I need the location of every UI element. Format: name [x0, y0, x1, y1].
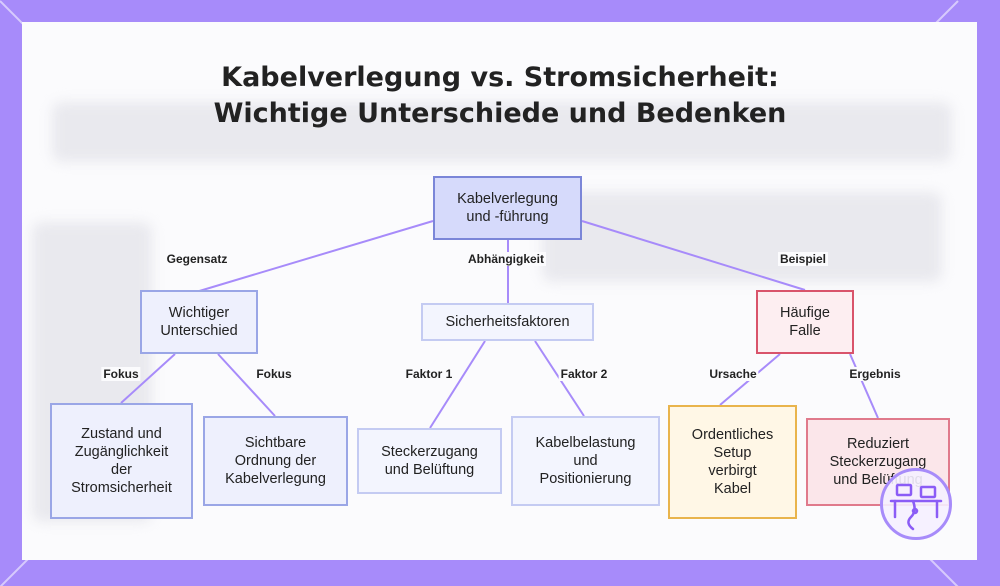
link-haeufige-reduziert	[850, 354, 878, 418]
logo-graphic	[883, 471, 949, 537]
node-zustand: Zustand und Zugänglichkeit der Stromsich…	[50, 403, 193, 519]
link-root-haeufige	[582, 221, 805, 290]
node-text: und -führung	[457, 208, 558, 226]
node-text: Wichtiger	[160, 304, 237, 322]
node-text: Ordentliches	[692, 426, 773, 444]
edge-label-abhaengigkeit: Abhängigkeit	[466, 252, 546, 266]
node-text: Kabelbelastung	[536, 434, 636, 452]
node-text: Kabelverlegung	[457, 190, 558, 208]
node-sicherheitsfaktoren: Sicherheitsfaktoren	[421, 303, 594, 341]
desk-workstation-icon	[880, 468, 952, 540]
node-text: und Belüftung	[381, 461, 478, 479]
link-wichtiger-sichtbare	[218, 354, 275, 416]
edge-label-fokus-1: Fokus	[101, 367, 140, 381]
node-kabelbelastung: Kabelbelastung und Positionierung	[511, 416, 660, 506]
node-haeufige-falle: Häufige Falle	[756, 290, 854, 354]
node-kabelverlegung: Kabelverlegung und -führung	[433, 176, 582, 240]
link-sicherheit-stecker	[430, 341, 485, 428]
node-text: Ordnung der	[225, 452, 326, 470]
edge-label-fokus-2: Fokus	[254, 367, 293, 381]
edge-label-faktor-1: Faktor 1	[404, 367, 455, 381]
node-text: Zustand und	[71, 425, 172, 443]
edge-label-ursache: Ursache	[707, 367, 758, 381]
edge-label-beispiel: Beispiel	[778, 252, 828, 266]
node-text: Sicherheitsfaktoren	[445, 313, 569, 331]
node-text: Stromsicherheit	[71, 479, 172, 497]
node-text: Häufige	[780, 304, 830, 322]
node-text: verbirgt	[692, 462, 773, 480]
node-text: Zugänglichkeit	[71, 443, 172, 461]
node-steckerzugang: Steckerzugang und Belüftung	[357, 428, 502, 494]
edge-label-faktor-2: Faktor 2	[559, 367, 610, 381]
node-ordentliches-setup: Ordentliches Setup verbirgt Kabel	[668, 405, 797, 519]
node-text: Kabelverlegung	[225, 470, 326, 488]
node-text: der	[71, 461, 172, 479]
node-text: Steckerzugang	[381, 443, 478, 461]
node-text: Reduziert	[830, 435, 927, 453]
node-wichtiger-unterschied: Wichtiger Unterschied	[140, 290, 258, 354]
node-text: und	[536, 452, 636, 470]
node-text: Unterschied	[160, 322, 237, 340]
node-sichtbare-ordnung: Sichtbare Ordnung der Kabelverlegung	[203, 416, 348, 506]
edge-label-ergebnis: Ergebnis	[847, 367, 902, 381]
node-text: Setup	[692, 444, 773, 462]
node-text: Kabel	[692, 480, 773, 498]
link-root-wichtiger	[196, 221, 433, 292]
node-text: Falle	[780, 322, 830, 340]
edge-label-gegensatz: Gegensatz	[165, 252, 230, 266]
node-text: Sichtbare	[225, 434, 326, 452]
node-text: Positionierung	[536, 470, 636, 488]
